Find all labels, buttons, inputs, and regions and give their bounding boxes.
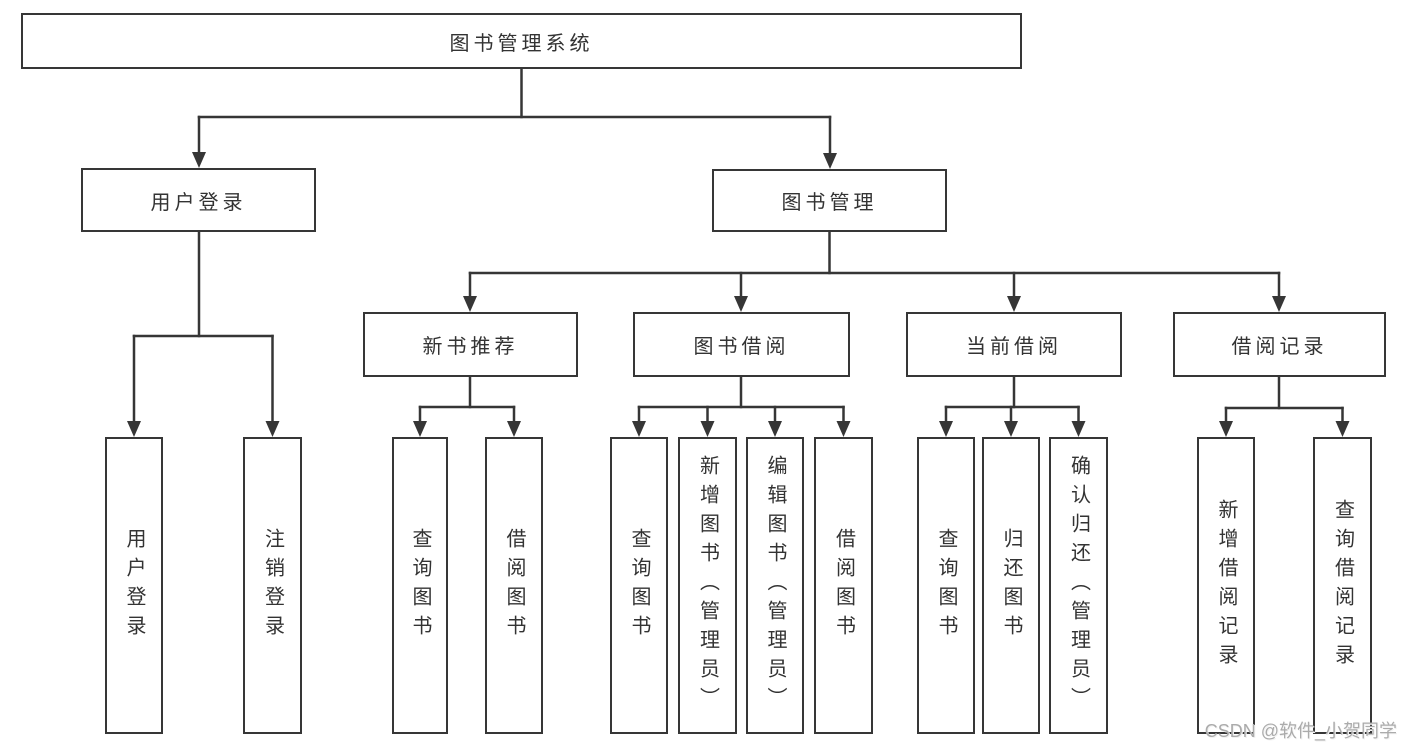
connector-book-management-to-level3 <box>463 230 1286 312</box>
node-new-book-recommend: 新书推荐 <box>363 312 578 377</box>
leaf-user-login-label: 用户登录 <box>123 527 145 644</box>
node-user-login-group: 用户登录 <box>81 168 316 232</box>
node-user-login-group-label: 用户登录 <box>150 191 247 214</box>
leaf-confirm-return-admin: 确认归还（管理员） <box>1049 437 1108 734</box>
csdn-watermark: CSDN @软件_小贺同学 <box>1204 721 1397 741</box>
leaf-recommend-query-books-label: 查询图书 <box>409 527 431 644</box>
connector-root-to-level2 <box>192 67 837 169</box>
leaf-borrow-books-label: 借阅图书 <box>832 527 855 644</box>
connector-borrow-records-to-leaves <box>1219 375 1350 437</box>
node-current-borrow-label: 当前借阅 <box>966 336 1062 358</box>
connector-new-book-to-leaves <box>413 375 521 437</box>
node-new-book-recommend-label: 新书推荐 <box>422 336 519 358</box>
leaf-add-books-admin-label: 新增图书（管理员） <box>696 455 719 716</box>
node-root-system-label: 图书管理系统 <box>449 32 594 55</box>
leaf-add-borrow-record-label: 新增借阅记录 <box>1215 498 1237 673</box>
connector-book-borrow-to-leaves <box>632 375 851 437</box>
connector-user-login-to-leaves <box>127 230 280 437</box>
node-book-management-label: 图书管理 <box>781 192 878 214</box>
leaf-add-borrow-record: 新增借阅记录 <box>1197 437 1255 734</box>
leaf-edit-books-admin-label: 编辑图书（管理员） <box>764 455 786 716</box>
connector-current-borrow-to-leaves <box>939 375 1086 437</box>
leaf-return-books-label: 归还图书 <box>1000 527 1022 644</box>
node-book-borrow: 图书借阅 <box>633 312 850 377</box>
leaf-borrow-query-books: 查询图书 <box>610 437 668 734</box>
leaf-edit-books-admin: 编辑图书（管理员） <box>746 437 804 734</box>
node-current-borrow: 当前借阅 <box>906 312 1122 377</box>
leaf-borrow-books: 借阅图书 <box>814 437 873 734</box>
leaf-query-borrow-record: 查询借阅记录 <box>1313 437 1372 734</box>
leaf-logout-label: 注销登录 <box>261 527 284 644</box>
node-borrow-records: 借阅记录 <box>1173 312 1386 377</box>
node-book-borrow-label: 图书借阅 <box>693 336 790 358</box>
leaf-current-query-books: 查询图书 <box>917 437 975 734</box>
leaf-return-books: 归还图书 <box>982 437 1040 734</box>
leaf-user-login: 用户登录 <box>105 437 163 734</box>
leaf-query-borrow-record-label: 查询借阅记录 <box>1331 498 1354 673</box>
leaf-recommend-borrow-books: 借阅图书 <box>485 437 543 734</box>
leaf-recommend-borrow-books-label: 借阅图书 <box>503 527 525 644</box>
node-borrow-records-label: 借阅记录 <box>1231 336 1328 358</box>
node-root-system: 图书管理系统 <box>21 13 1022 69</box>
leaf-recommend-query-books: 查询图书 <box>392 437 448 734</box>
leaf-borrow-query-books-label: 查询图书 <box>628 527 650 644</box>
leaf-add-books-admin: 新增图书（管理员） <box>678 437 737 734</box>
leaf-confirm-return-admin-label: 确认归还（管理员） <box>1067 455 1090 716</box>
node-book-management: 图书管理 <box>712 169 947 232</box>
leaf-logout: 注销登录 <box>243 437 302 734</box>
leaf-current-query-books-label: 查询图书 <box>935 527 957 644</box>
